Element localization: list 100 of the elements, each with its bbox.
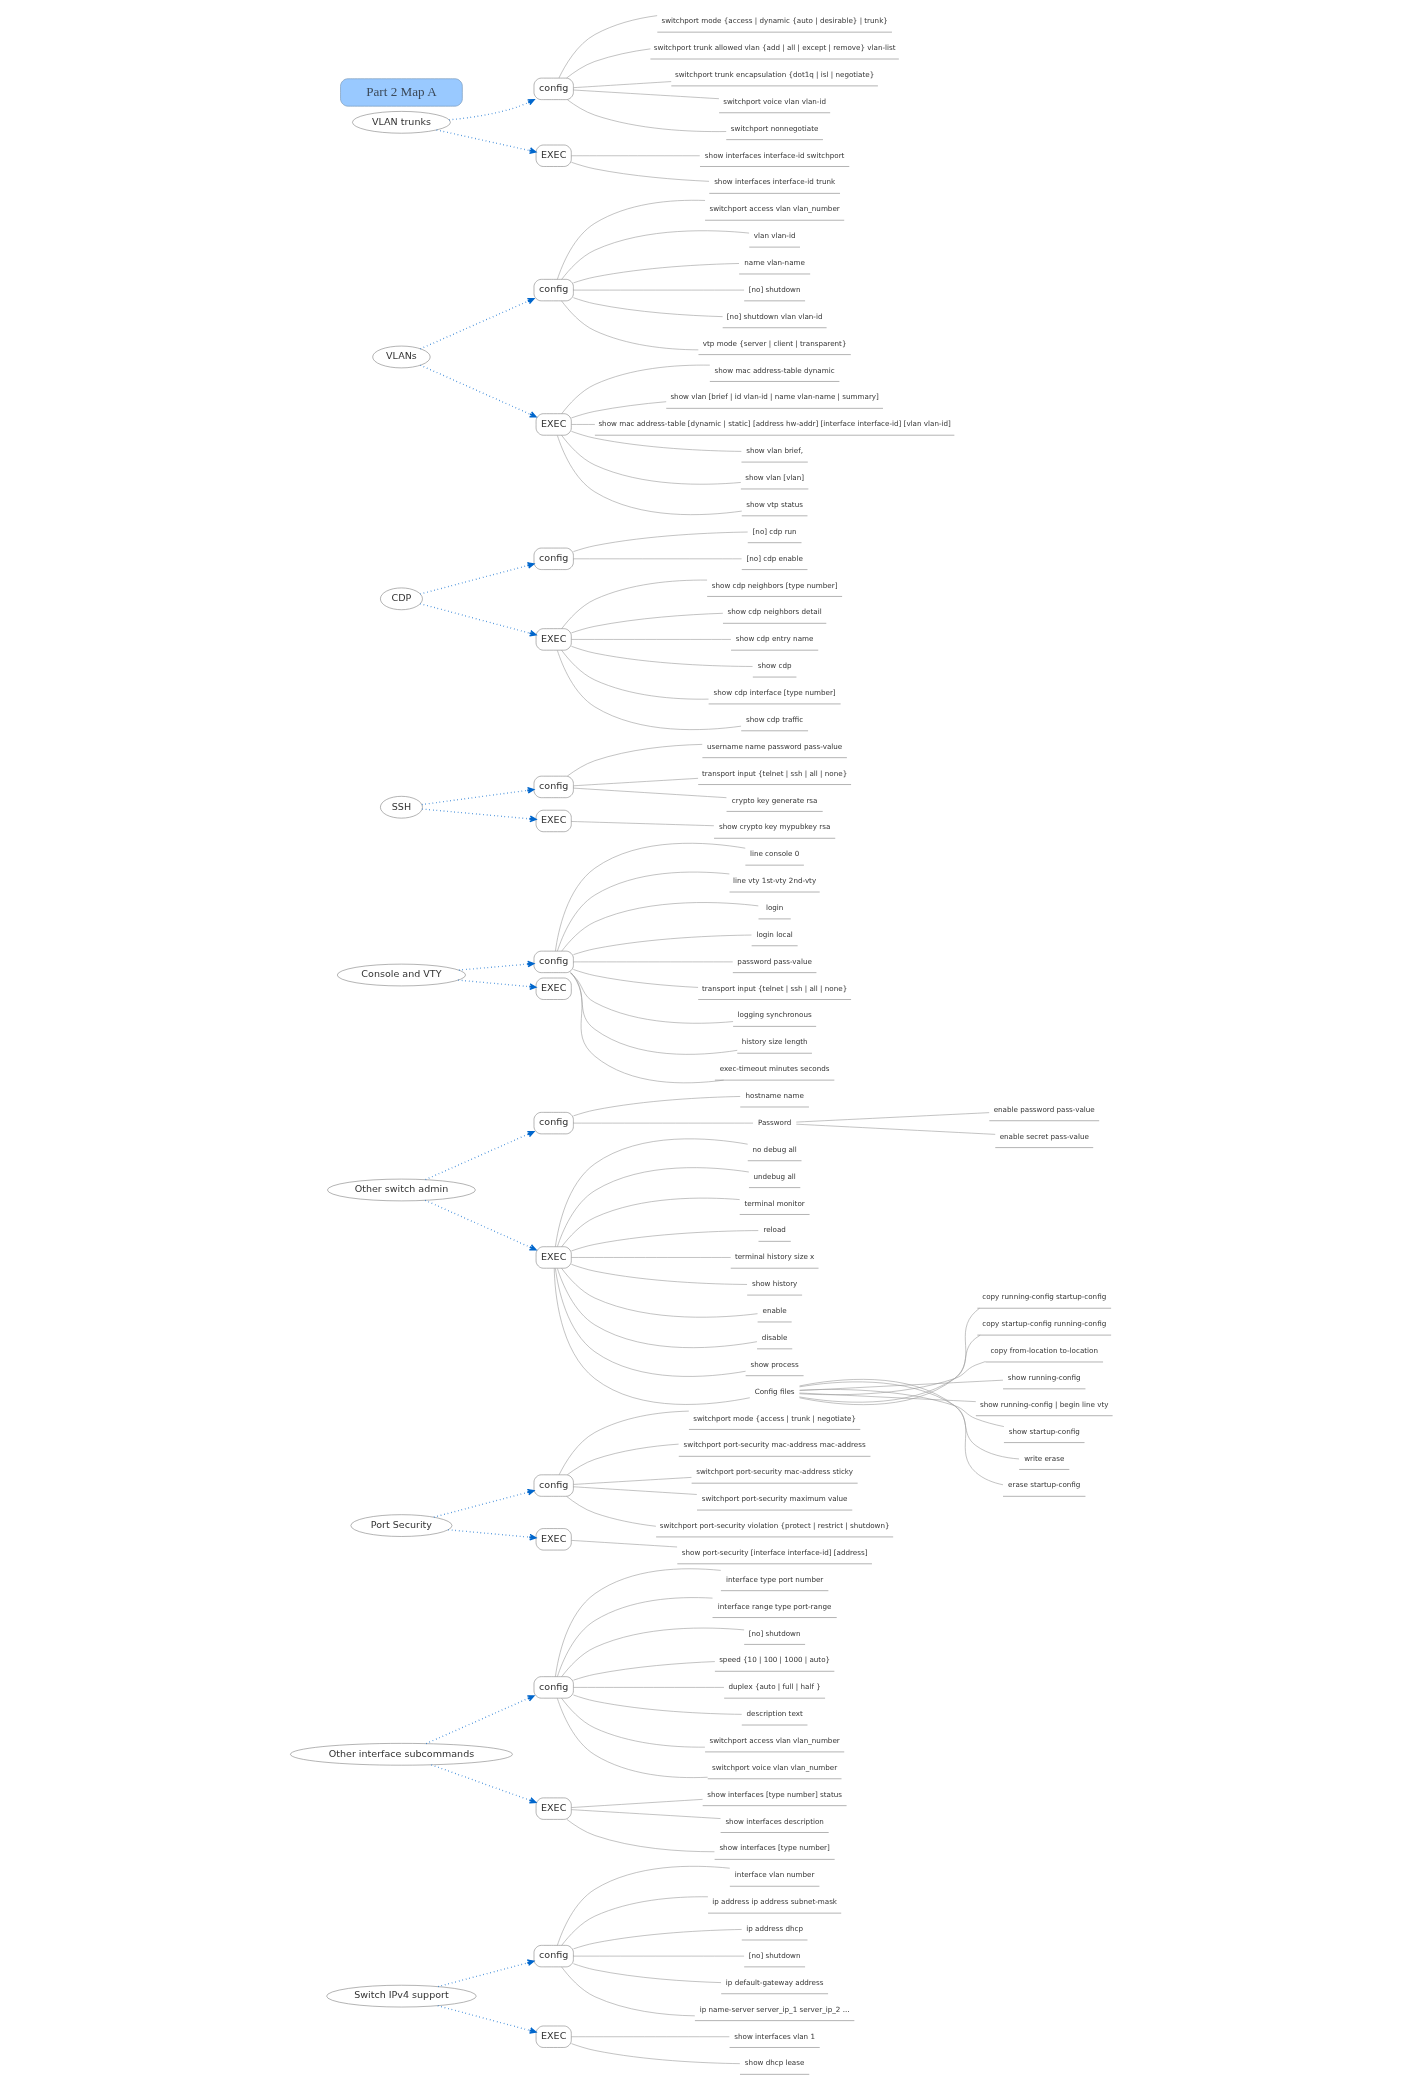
arrow	[457, 979, 537, 990]
node-box: EXEC	[535, 2025, 572, 2048]
connector	[561, 1697, 706, 1748]
connector	[573, 1096, 741, 1117]
connector	[561, 579, 708, 629]
connector	[573, 81, 672, 88]
connector	[561, 649, 709, 700]
connector	[799, 1308, 980, 1405]
connector	[573, 1955, 745, 1957]
arrow	[419, 364, 537, 418]
node-box: config	[533, 1676, 574, 1699]
arrow	[419, 603, 537, 637]
connector	[573, 969, 699, 988]
connector	[558, 15, 658, 79]
arrow	[430, 1764, 537, 1804]
connector	[573, 1661, 716, 1681]
node-box: Part 2 Map A	[340, 78, 463, 107]
connector	[573, 263, 740, 284]
node-ellipse: Console and VTY	[336, 963, 466, 987]
node-box: EXEC	[535, 144, 572, 167]
connector	[799, 1334, 981, 1403]
node-box: EXEC	[535, 1246, 572, 1269]
connector	[567, 744, 703, 777]
connector	[557, 871, 730, 952]
connector	[571, 613, 724, 634]
node-box: EXEC	[535, 628, 572, 651]
node-box: config	[533, 1474, 574, 1497]
node-box: config	[533, 950, 574, 973]
connector	[567, 99, 727, 132]
node-box: config	[533, 775, 574, 798]
connector	[573, 1963, 722, 1983]
node-ellipse: Port Security	[350, 1514, 453, 1537]
arrow	[448, 98, 535, 121]
arrow	[447, 1529, 537, 1541]
node-box: EXEC	[535, 809, 572, 832]
connector	[573, 89, 720, 99]
connector	[796, 1123, 996, 1135]
connector	[557, 435, 743, 515]
connector	[573, 961, 733, 963]
connector	[573, 531, 748, 552]
connector	[571, 162, 710, 182]
connector	[561, 902, 759, 952]
connector	[561, 1896, 709, 1946]
connector	[561, 300, 699, 351]
connector	[573, 1687, 725, 1688]
node-ellipse: SSH	[380, 796, 423, 819]
connector	[557, 650, 742, 730]
connector	[573, 787, 727, 798]
arrow	[425, 1695, 535, 1745]
connector	[570, 972, 724, 1084]
connector	[571, 1230, 759, 1252]
node-ellipse: CDP	[380, 587, 423, 611]
connector	[571, 1809, 721, 1819]
connector	[799, 1379, 1004, 1486]
node-box: config	[533, 1945, 574, 1968]
connector	[571, 821, 715, 827]
connector	[573, 934, 752, 955]
connector	[571, 1264, 748, 1285]
node-box: EXEC	[535, 413, 572, 436]
connector	[573, 289, 745, 291]
connector	[561, 230, 750, 280]
connector	[573, 778, 699, 787]
connector	[557, 200, 706, 280]
connector	[557, 1698, 708, 1778]
connector	[799, 1381, 1020, 1460]
node-box: config	[533, 279, 574, 302]
node-ellipse: Switch IPv4 support	[326, 1984, 477, 2008]
connector	[566, 1819, 715, 1853]
connector	[571, 2036, 730, 2038]
arrow	[458, 960, 535, 971]
arrow	[421, 808, 537, 823]
node-ellipse: Other switch admin	[327, 1178, 476, 1202]
connector	[561, 1627, 745, 1677]
connector	[567, 1443, 679, 1476]
connector	[561, 1197, 740, 1247]
connector	[799, 1392, 977, 1402]
connector	[571, 1257, 731, 1258]
connector	[573, 1694, 742, 1715]
node-ellipse: VLANs	[372, 345, 431, 369]
connector	[571, 431, 742, 452]
connector	[558, 1410, 690, 1476]
arrow	[433, 1488, 535, 1518]
connector	[570, 972, 738, 1055]
connector	[571, 1799, 703, 1808]
connector	[555, 1138, 748, 1247]
connector	[573, 1477, 692, 1485]
connector	[571, 646, 753, 667]
connector	[573, 558, 742, 560]
connector	[557, 1866, 731, 1946]
arrow	[419, 297, 535, 350]
connector	[566, 48, 651, 79]
arrow	[419, 562, 535, 595]
connector	[571, 1540, 678, 1548]
connector	[799, 1361, 986, 1395]
connector	[561, 434, 742, 485]
connector	[573, 1122, 754, 1124]
connector	[571, 401, 667, 419]
connector	[566, 1496, 657, 1527]
connector	[796, 1112, 990, 1123]
connector	[557, 1268, 758, 1348]
